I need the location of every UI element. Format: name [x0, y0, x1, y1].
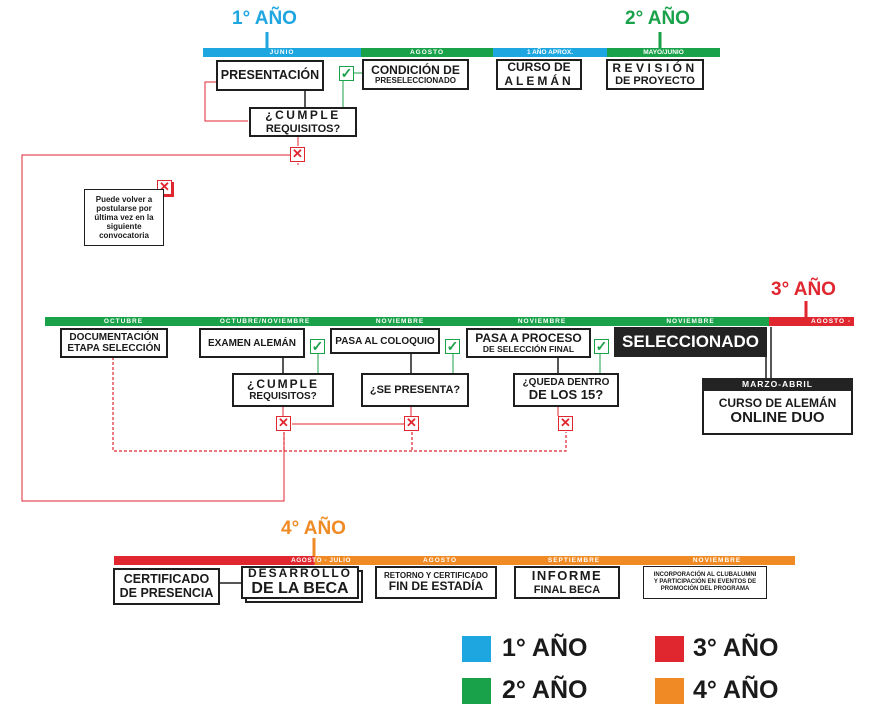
queda-dentro-box: ¿QUEDA DENTRO DE LOS 15?	[513, 373, 619, 407]
bar-agosto-4: AGOSTO	[371, 556, 509, 565]
note-line: Puede volver a	[95, 194, 153, 204]
coloquio-label: PASA AL COLOQUIO	[335, 335, 435, 347]
presenta-label: ¿SE PRESENTA?	[369, 383, 461, 396]
bar-1-ano-aprox: 1 AÑO APROX.	[493, 48, 607, 57]
bar-septiembre: SEPTIEMBRE	[509, 556, 639, 565]
incorp-line: PROMOCIÓN DEL PROGRAMA	[660, 586, 750, 593]
informe-line1: INFORME	[531, 568, 603, 584]
cumple2-line1: ¿CUMPLE	[247, 376, 319, 391]
cumple2-line2: REQUISITOS?	[249, 391, 317, 403]
bar-mayo-junio: MAYO/JUNIO	[607, 48, 720, 57]
curso-online-box: CURSO DE ALEMÁN ONLINE DUO	[702, 391, 853, 435]
certificado-box: CERTIFICADO DE PRESENCIA	[113, 568, 220, 605]
cumple-line1: ¿CUMPLE	[265, 108, 341, 123]
seleccionado-label: SELECCIONADO	[622, 331, 759, 351]
legend-swatch-year4	[655, 678, 684, 704]
cumple-line2: REQUISITOS?	[265, 122, 341, 135]
online-line1: CURSO DE ALEMÁN	[718, 396, 837, 411]
x-icon: ✕	[404, 416, 419, 431]
incorp-line: INCORPORACIÓN AL CLUBALUMNI	[653, 571, 757, 578]
queda-line1: ¿QUEDA DENTRO	[522, 377, 610, 389]
note-line: postularse por	[96, 203, 152, 213]
retorno-line2: FIN DE ESTADÍA	[388, 579, 484, 594]
bar-octubre-noviembre: OCTUBRE/NOVIEMBRE	[202, 317, 328, 326]
bar-agosto-red: AGOSTO -	[769, 317, 854, 326]
online-line2: ONLINE DUO	[730, 409, 825, 427]
bar-noviembre-4: NOVIEMBRE	[639, 556, 795, 565]
year-3-label: 3° AÑO	[771, 279, 836, 300]
proceso-line2: DE SELECCIÓN FINAL	[482, 343, 575, 354]
informe-line2: FINAL BECA	[533, 583, 601, 596]
marzo-abril-header: MARZO-ABRIL	[702, 378, 853, 391]
check-icon: ✓	[445, 338, 460, 354]
presentacion-label: PRESENTACIÓN	[220, 67, 320, 82]
x-icon: ✕	[290, 147, 305, 162]
cumple-requisitos-box-1: ¿CUMPLE REQUISITOS?	[249, 107, 357, 137]
desa-line1: DESARROLLO	[248, 566, 352, 581]
coloquio-box: PASA AL COLOQUIO	[330, 328, 440, 354]
legend-label-year4: 4° AÑO	[693, 676, 779, 704]
bar-agosto-julio: AGOSTO - JULIO	[114, 556, 371, 565]
retorno-line1: RETORNO Y CERTIFICADO	[383, 570, 488, 580]
retorno-box: RETORNO Y CERTIFICADO FIN DE ESTADÍA	[375, 566, 497, 599]
bar-octubre: OCTUBRE	[45, 317, 202, 326]
curso-aleman-box: CURSO DE ALEMÁN	[496, 59, 582, 90]
check-icon: ✓	[594, 338, 609, 354]
revision-proyecto-box: REVISIÓN DE PROYECTO	[606, 59, 704, 90]
incorporacion-box: INCORPORACIÓN AL CLUBALUMNI Y PARTICIPAC…	[643, 566, 767, 599]
legend-swatch-year1	[462, 636, 491, 662]
seleccionado-box: SELECCIONADO	[614, 327, 767, 357]
x-icon: ✕	[558, 416, 573, 431]
note-line: siguiente	[106, 222, 142, 232]
condicion-line1: CONDICIÓN DE	[371, 62, 460, 77]
condicion-box: CONDICIÓN DE PRESELECCIONADO	[362, 59, 469, 90]
bar-noviembre-1: NOVIEMBRE	[328, 317, 472, 326]
year-4-label: 4° AÑO	[281, 518, 346, 539]
curso-line2: ALEMÁN	[504, 73, 574, 88]
incorp-line: Y PARTICIPACIÓN EN EVENTOS DE	[653, 578, 757, 585]
proceso-box: PASA A PROCESO DE SELECCIÓN FINAL	[466, 328, 591, 358]
check-icon: ✓	[339, 65, 354, 81]
cert-line2: DE PRESENCIA	[119, 585, 214, 600]
cert-line1: CERTIFICADO	[123, 571, 210, 586]
bar-agosto: AGOSTO	[361, 48, 493, 57]
x-icon: ✕	[276, 416, 291, 431]
queda-line2: DE LOS 15?	[528, 387, 604, 403]
legend-swatch-year3	[655, 636, 684, 662]
curso-line1: CURSO DE	[507, 60, 571, 75]
revision-line1: REVISIÓN	[612, 60, 698, 75]
legend-label-year2: 2° AÑO	[502, 676, 588, 704]
marzo-label: MARZO-ABRIL	[742, 379, 813, 389]
examen-label: EXAMEN ALEMÁN	[208, 337, 296, 349]
desarrollo-beca-box: DESARROLLO DE LA BECA	[241, 566, 359, 599]
proceso-line1: PASA A PROCESO	[475, 330, 582, 345]
cumple-requisitos-box-2: ¿CUMPLE REQUISITOS?	[232, 373, 334, 407]
note-box: Puede volver a postularse por última vez…	[84, 189, 164, 246]
legend-label-year1: 1° AÑO	[502, 634, 588, 662]
se-presenta-box: ¿SE PRESENTA?	[361, 373, 469, 407]
documentacion-box: DOCUMENTACIÓN ETAPA SELECCIÓN	[60, 328, 168, 358]
bar-noviembre-3: NOVIEMBRE	[612, 317, 769, 326]
presentacion-box: PRESENTACIÓN	[216, 60, 324, 91]
legend-swatch-year2	[462, 678, 491, 704]
bar-noviembre-2: NOVIEMBRE	[472, 317, 612, 326]
informe-box: INFORME FINAL BECA	[514, 566, 620, 599]
year-2-label: 2° AÑO	[625, 8, 690, 29]
examen-aleman-box: EXAMEN ALEMÁN	[199, 328, 305, 358]
doc-line1: DOCUMENTACIÓN	[69, 332, 159, 343]
note-line: convocatoria	[99, 231, 149, 241]
legend-label-year3: 3° AÑO	[693, 634, 779, 662]
note-line: última vez en la	[94, 212, 154, 222]
revision-line2: DE PROYECTO	[615, 75, 695, 88]
year-1-label: 1° AÑO	[232, 8, 297, 29]
check-icon: ✓	[310, 338, 325, 354]
condicion-line2: PRESELECCIONADO	[375, 75, 456, 85]
bar-junio: JUNIO	[203, 48, 361, 57]
desa-line2: DE LA BECA	[251, 580, 349, 598]
doc-line2: ETAPA SELECCIÓN	[67, 343, 161, 354]
